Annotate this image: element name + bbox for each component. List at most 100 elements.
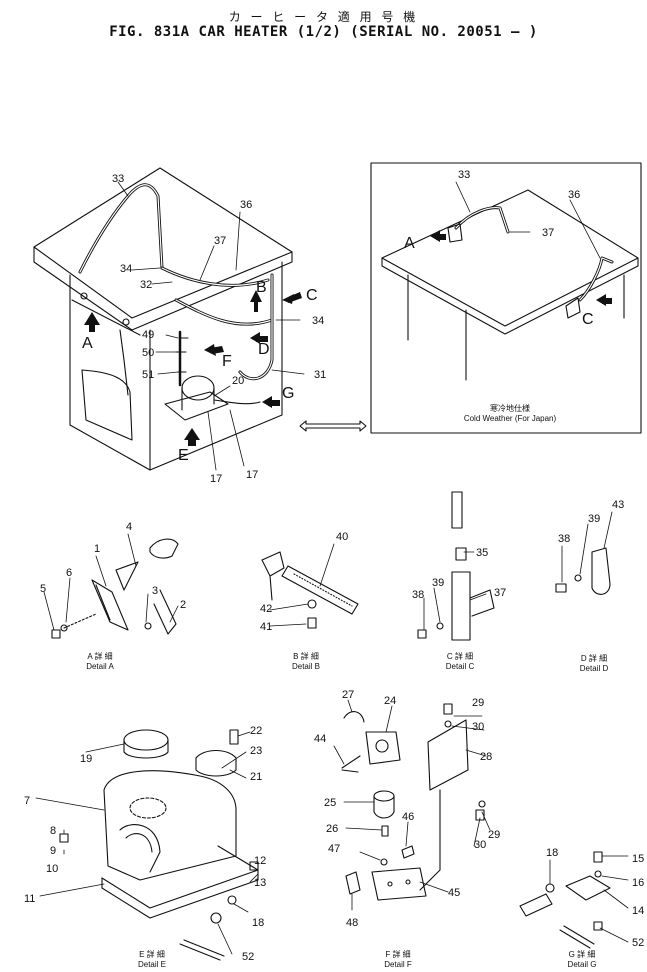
view-letter: D [258,341,270,358]
detail-a-caption-en: Detail A [86,662,114,671]
callout-number: 5 [40,583,46,595]
detail-c-caption-jp: C 詳 細 [446,652,474,661]
japanese-title: カ ー ヒ ー タ 適 用 号 機 [228,10,419,24]
callout-number: 38 [412,589,424,601]
callout-number: 37 [214,235,226,247]
detail-g-drawing [519,851,611,949]
detail-d-caption-en: Detail D [579,664,609,673]
callout-number: 6 [66,567,72,579]
view-arrows [84,290,302,446]
detail-c-drawing [417,491,495,641]
callout-number: 4 [126,521,132,533]
inset-caption-jp: 寒冷地仕様 [490,404,530,413]
callout-number: 52 [242,951,254,963]
callout-number: 18 [252,917,264,929]
view-letter: C [306,287,318,304]
callout-number: 44 [314,733,326,745]
detail-g-caption: G 詳 細 Detail G [552,950,612,970]
callout-number: 26 [326,823,338,835]
detail-e-caption: E 詳 細 Detail E [122,950,182,970]
callout-number: 41 [260,621,272,633]
leader-lines [35,181,629,955]
detail-b-caption: B 詳 細 Detail B [276,652,336,672]
callout-number: 34 [120,263,132,275]
callout-number: 34 [312,315,324,327]
callout-number: 25 [324,797,336,809]
callout-number: 12 [254,855,266,867]
detail-f-caption: F 詳 細 Detail F [368,950,428,970]
callout-number: 9 [50,845,56,857]
callout-number: 7 [24,795,30,807]
view-letter: G [282,385,294,402]
callout-number: 24 [384,695,396,707]
callout-number: 30 [472,721,484,733]
detail-f-caption-jp: F 詳 細 [385,950,411,959]
callout-number: 15 [632,853,644,865]
detail-b-drawing [261,551,359,629]
detail-a-drawing [51,538,179,639]
callout-number: 33 [112,173,124,185]
callout-number: 47 [328,843,340,855]
detail-g-caption-jp: G 詳 細 [568,950,596,959]
callout-number: 37 [494,587,506,599]
callout-number: 38 [558,533,570,545]
callout-number: 28 [480,751,492,763]
callout-number: 35 [476,547,488,559]
callout-number: 50 [142,347,154,359]
callout-number: 51 [142,369,154,381]
callout-number: 11 [24,893,35,905]
callout-number: 18 [546,847,558,859]
view-letter: A [82,335,93,352]
view-letter: C [582,311,594,328]
callout-number: 21 [250,771,262,783]
callout-number: 17 [210,473,222,485]
detail-b-caption-jp: B 詳 細 [293,652,319,661]
callout-number: 3 [152,585,158,597]
callout-number: 43 [612,499,624,511]
callout-number: 46 [402,811,414,823]
callout-number: 8 [50,825,56,837]
detail-b-caption-en: Detail B [291,662,320,671]
callout-number: 32 [140,279,152,291]
callout-number: 2 [180,599,186,611]
cold-weather-inset-frame [370,162,642,434]
detail-d-drawing [555,547,611,595]
detail-c-caption: C 詳 細 Detail C [430,652,490,672]
callout-number: 36 [240,199,252,211]
callout-number: 14 [632,905,644,917]
callout-number: 16 [632,877,644,889]
callout-number: 31 [314,369,326,381]
callout-number: 37 [542,227,554,239]
callout-number: 13 [254,877,266,889]
callout-number: 20 [232,375,244,387]
detail-d-caption-jp: D 詳 細 [580,654,608,663]
view-letter: E [178,447,189,464]
callout-number: 22 [250,725,262,737]
callout-number: 30 [474,839,486,851]
callout-number: 10 [46,863,58,875]
cold-weather-inset [381,189,639,381]
view-letter: F [222,353,232,370]
callout-number: 40 [336,531,348,543]
cab-main-view [33,167,293,471]
double-arrow-icon [299,420,367,432]
detail-a-caption: A 詳 細 Detail A [70,652,130,672]
inset-caption-block: 寒冷地仕様 Cold Weather (For Japan) [440,404,580,424]
figure-title: FIG. 831A CAR HEATER (1/2) (SERIAL NO. 2… [109,24,538,40]
detail-f-drawing [341,703,486,901]
detail-d-caption: D 詳 細 Detail D [564,654,624,674]
callout-number: 39 [432,577,444,589]
detail-f-caption-en: Detail F [384,960,412,969]
callout-number: 17 [246,469,258,481]
callout-number: 33 [458,169,470,181]
detail-e-caption-jp: E 詳 細 [139,950,165,959]
callout-number: 19 [80,753,92,765]
callout-number: 42 [260,603,272,615]
callout-number: 39 [588,513,600,525]
inset-caption: Cold Weather (For Japan) [463,414,557,423]
callout-number: 1 [94,543,100,555]
view-letter: B [256,279,267,296]
callout-number: 45 [448,887,460,899]
callout-number: 29 [472,697,484,709]
